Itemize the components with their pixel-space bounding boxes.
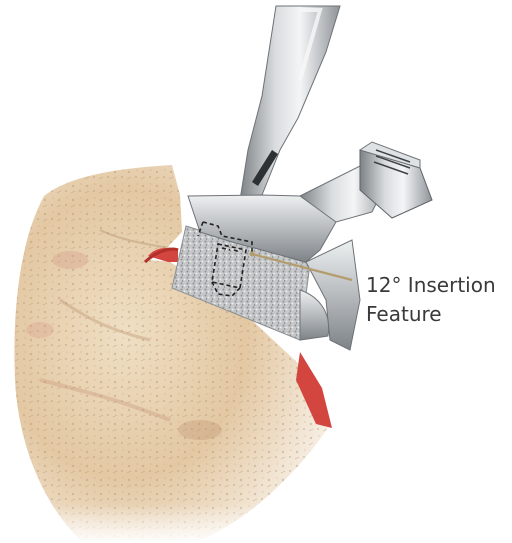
callout-leader-dot xyxy=(250,252,255,257)
callout-line-1: 12° Insertion xyxy=(366,271,496,300)
insertion-feature-callout: 12° Insertion Feature xyxy=(366,271,496,329)
callout-line-2: Feature xyxy=(366,300,496,329)
